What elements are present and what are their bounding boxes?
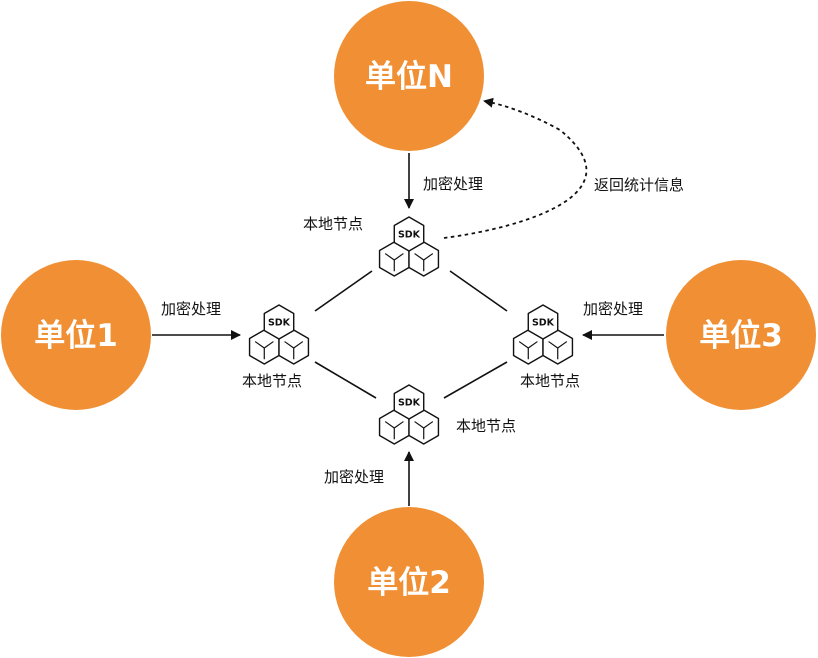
unit-circle-shape: [666, 260, 816, 410]
cube-edge: [293, 341, 304, 349]
link-left-top: [314, 270, 373, 312]
cube-edge: [548, 341, 559, 349]
sdk-cube-cluster-icon: SDK: [512, 304, 574, 365]
cube-icon: [393, 384, 425, 420]
cube-edge: [423, 253, 434, 261]
cube-icon: [393, 216, 425, 252]
unit-label: 单位3: [699, 318, 783, 354]
sdk-cube-cluster-icon: SDK: [378, 216, 440, 277]
node-label-top: 本地节点: [303, 215, 363, 233]
unit-1-circle: 单位1: [1, 260, 151, 410]
cube-edge: [518, 341, 529, 349]
unit-label: 单位2: [367, 565, 451, 601]
cube-edge: [414, 253, 425, 261]
cube-edge: [393, 253, 404, 261]
node-label-left: 本地节点: [242, 372, 302, 390]
link-top-right: [449, 270, 508, 312]
cube-edge: [284, 341, 295, 349]
encrypt-label-bottom: 加密处理: [324, 468, 384, 486]
link-bottom-right: [443, 361, 508, 399]
node-label-bottom: 本地节点: [456, 417, 516, 435]
sdk-label: SDK: [268, 318, 291, 329]
link-left-bottom: [314, 361, 377, 399]
unit-circle-shape: [1, 260, 151, 410]
cube-edge: [557, 341, 568, 349]
unit-label: 单位N: [365, 59, 453, 95]
sdk-label: SDK: [532, 318, 555, 329]
cube-edge: [414, 421, 425, 429]
node-label-right: 本地节点: [520, 372, 580, 390]
cube-edge: [254, 341, 265, 349]
sdk-label: SDK: [398, 230, 421, 241]
cube-edge: [263, 341, 274, 349]
cube-edge: [527, 341, 538, 349]
sdk-cube-cluster-icon: SDK: [378, 384, 440, 445]
unit-circle-shape: [334, 507, 484, 657]
unit-label: 单位1: [34, 318, 118, 354]
cube-edge: [393, 421, 404, 429]
cube-edge: [423, 421, 434, 429]
cube-edge: [384, 421, 395, 429]
sdk-cube-cluster-icon: SDK: [248, 304, 310, 365]
return-stats-label: 返回统计信息: [594, 176, 684, 194]
encrypt-label-top: 加密处理: [423, 175, 483, 193]
cube-icon: [263, 304, 295, 340]
encrypt-label-left: 加密处理: [161, 300, 221, 318]
unit-2-circle: 单位2: [334, 507, 484, 657]
cube-edge: [384, 253, 395, 261]
sdk-label: SDK: [398, 398, 421, 409]
unit-circle-shape: [334, 1, 484, 151]
unit-3-circle: 单位3: [666, 260, 816, 410]
encrypt-label-right: 加密处理: [583, 300, 643, 318]
cube-icon: [527, 304, 559, 340]
return-stats-arrow: [443, 97, 588, 239]
unit-n-circle: 单位N: [334, 1, 484, 151]
